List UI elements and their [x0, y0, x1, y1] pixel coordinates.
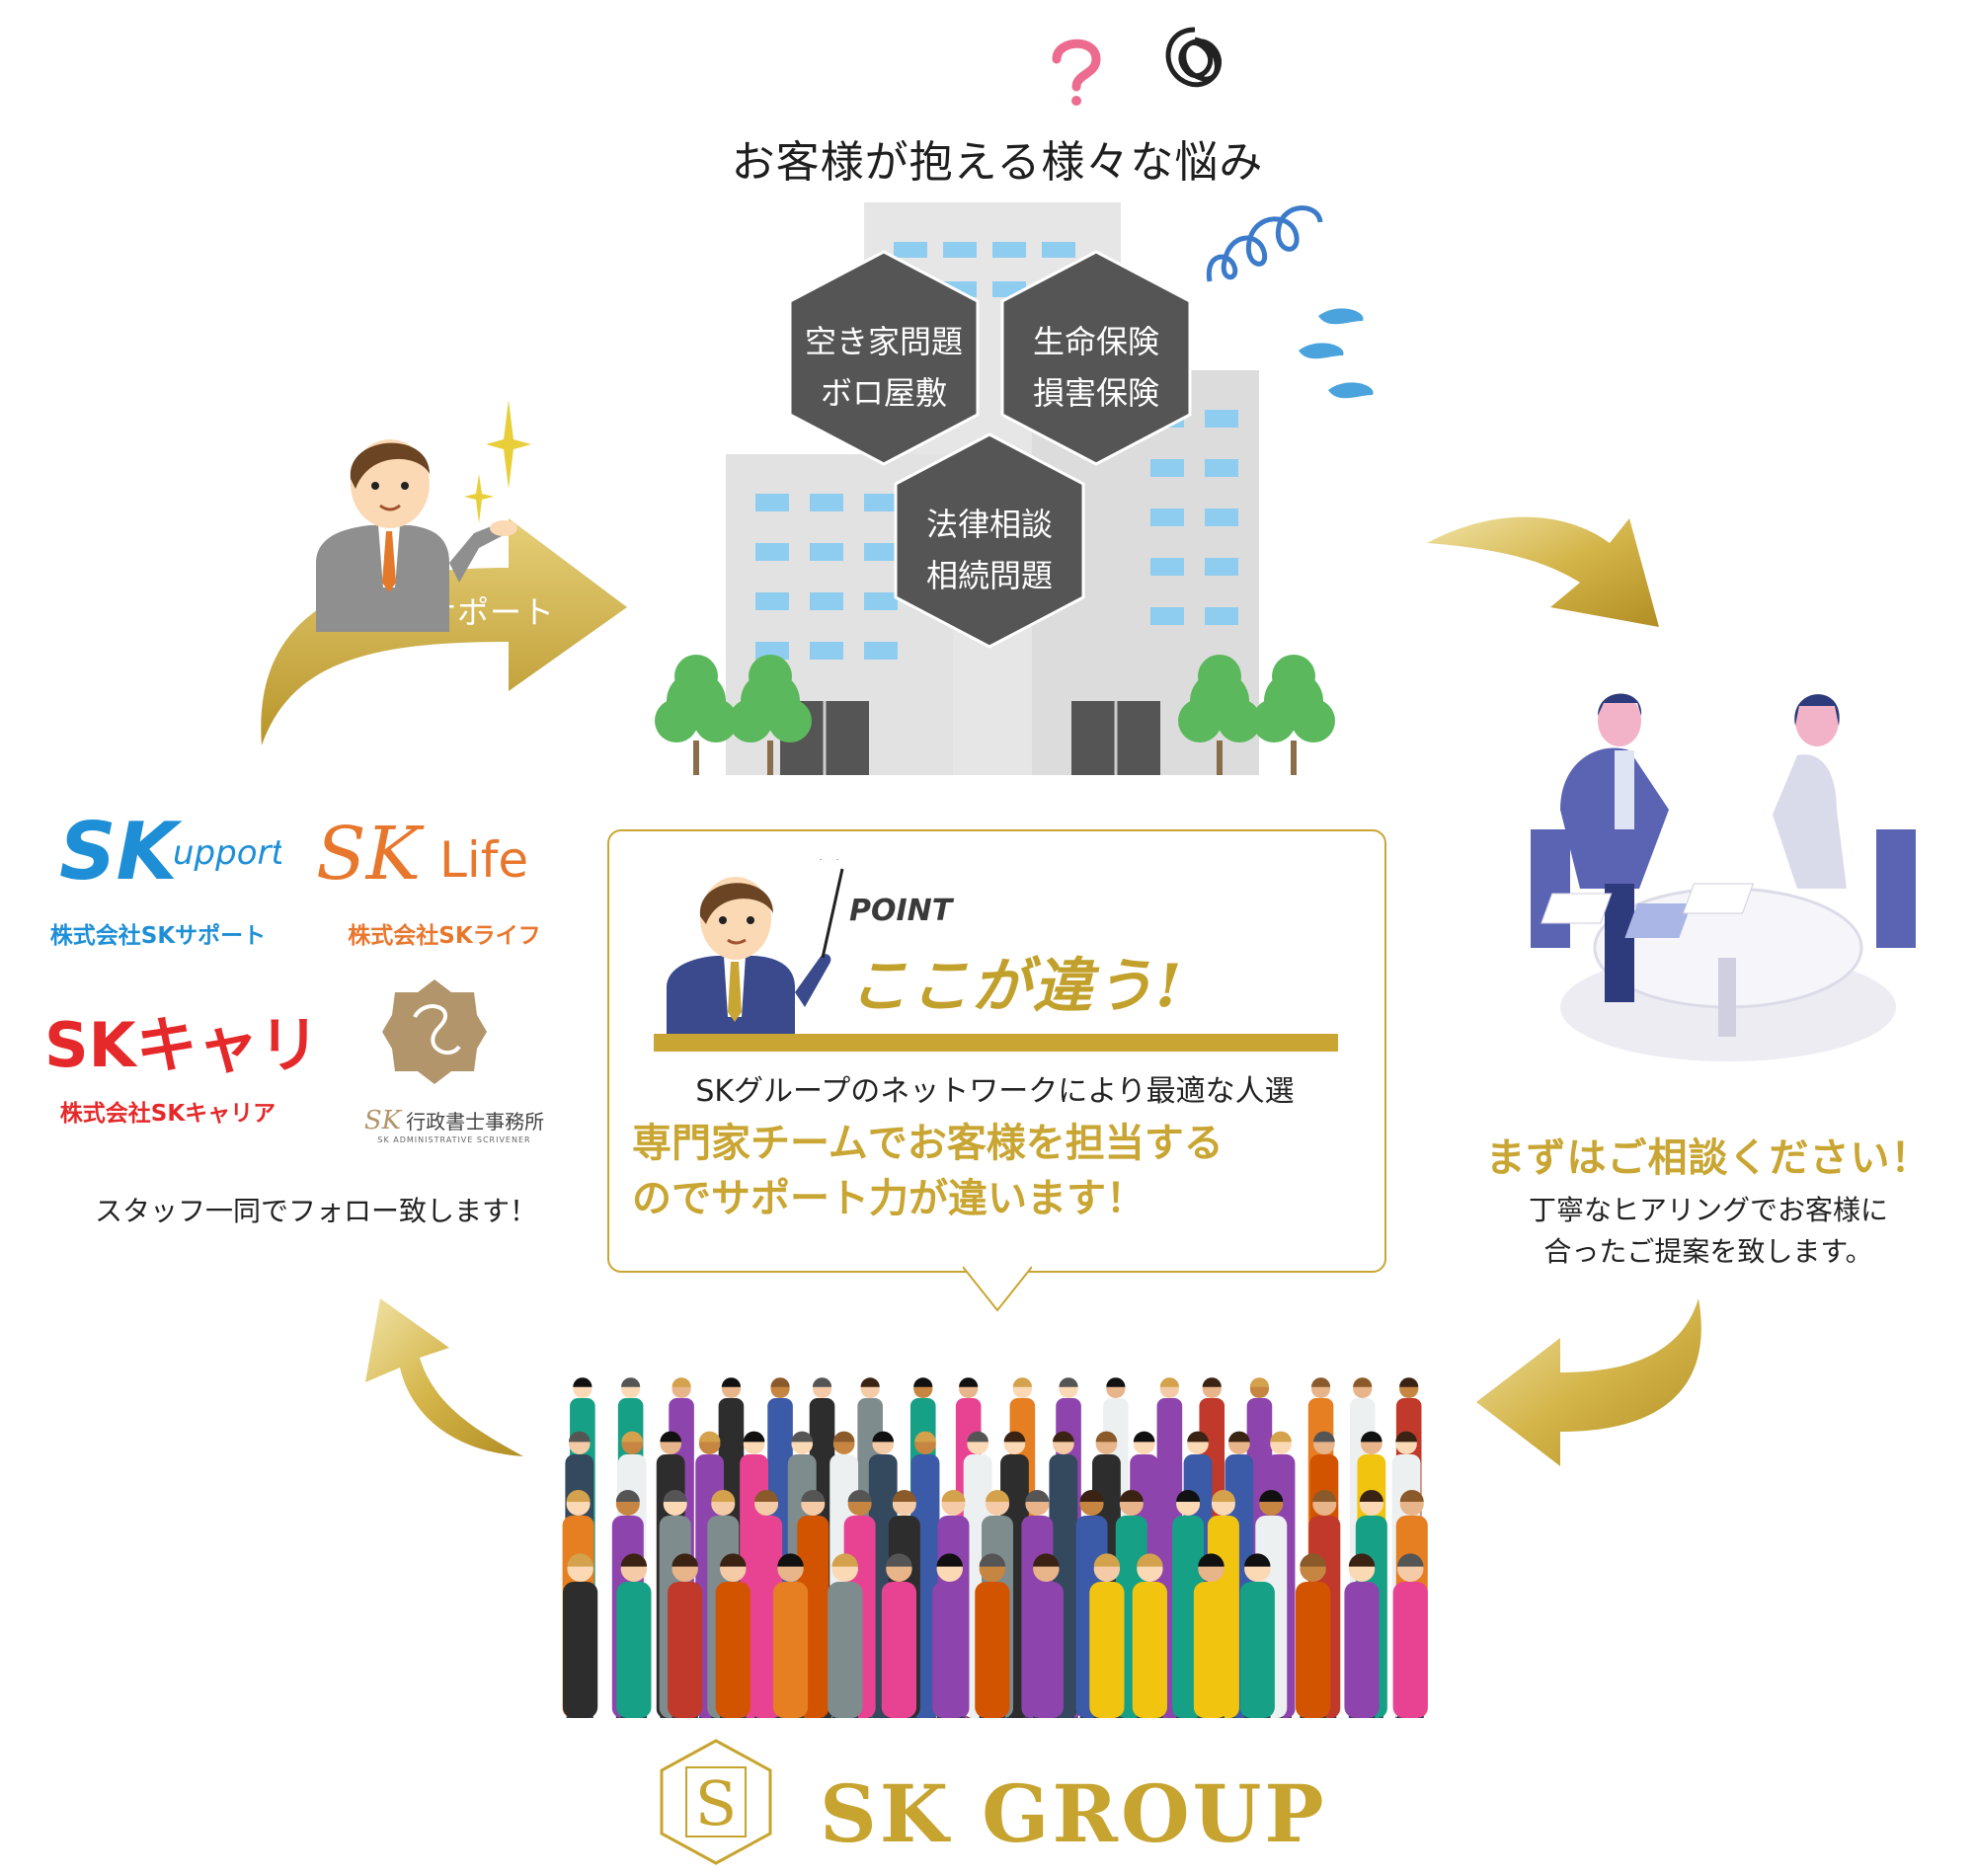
sk-scrivener-emblem	[382, 979, 487, 1084]
question-icon	[1052, 39, 1101, 106]
point-subtext: SKグループのネットワークにより最適な人選	[695, 1074, 1295, 1109]
consult-title: まずはご相談ください！	[1485, 1135, 1932, 1181]
sweat-icon	[1299, 308, 1374, 399]
scrivener-name: SK 行政書士事務所 SK ADMINISTRATIVE SCRIVENER	[336, 1106, 573, 1144]
staff-text: スタッフ一同でフォロー致します！	[94, 1195, 537, 1227]
problem-line: 空き家問題	[804, 323, 963, 360]
svg-text:Life: Life	[439, 831, 528, 889]
problem-line: ボロ屋敷	[820, 374, 947, 412]
svg-text:upport: upport	[173, 833, 281, 873]
sk-life-logo: SK Life	[316, 812, 528, 894]
company-name: 行政書士事務所	[406, 1110, 545, 1133]
company-name: 株式会社SKライフ	[348, 923, 541, 949]
problem-hex-2: 生命保険 損害保険	[1007, 316, 1185, 419]
company-name: 株式会社SKサポート	[49, 923, 267, 949]
sk-group-emblem: S	[660, 1739, 772, 1865]
problem-hex-1: 空き家問題 ボロ屋敷	[795, 316, 973, 419]
arrow-to-companies	[365, 1298, 523, 1456]
crowd-person	[1193, 1553, 1229, 1718]
crowd-person	[715, 1553, 750, 1718]
crowd-person	[1295, 1553, 1331, 1718]
consult-line: 合ったご提案を致します。	[1543, 1235, 1873, 1268]
crowd-person	[616, 1553, 652, 1718]
problem-hexagons	[788, 250, 1192, 649]
crowd-person	[1028, 1553, 1064, 1718]
crowd-person	[1344, 1553, 1380, 1718]
crowd-person	[881, 1553, 917, 1718]
crowd-person	[563, 1553, 598, 1718]
crowd-person	[932, 1553, 968, 1718]
crowd-person	[975, 1553, 1010, 1718]
point-divider	[654, 1034, 1338, 1052]
problem-line: 生命保険	[1032, 323, 1159, 360]
main-title: お客様が抱える様々な悩み	[731, 137, 1264, 188]
company-subname: SK ADMINISTRATIVE SCRIVENER	[377, 1135, 531, 1144]
callout-tail	[963, 1266, 1032, 1312]
pointing-person-illustration	[667, 859, 844, 1037]
spiral-icon	[1206, 205, 1323, 282]
scribble-icon	[1165, 27, 1223, 88]
sk-career-logo: SKキャリア	[44, 1009, 316, 1081]
point-label: POINT	[849, 894, 953, 928]
point-heading: ここが違う!	[849, 952, 1184, 1021]
problem-line: 相続問題	[925, 557, 1053, 594]
problem-line: 法律相談	[925, 506, 1053, 543]
point-main-line: のでサポート力が違います！	[632, 1176, 1146, 1221]
crowd-person	[1132, 1553, 1167, 1718]
svg-text:SK: SK	[316, 812, 425, 894]
sk-support-logo: SK upport	[59, 806, 281, 894]
arrow-to-consult	[1427, 516, 1659, 627]
arrow-support	[261, 518, 627, 745]
support-person-illustration	[316, 439, 517, 632]
crowd-person	[772, 1553, 809, 1718]
consultation-illustration	[1531, 693, 1916, 1061]
crowd-person	[1392, 1553, 1428, 1718]
scrivener-sk-mark: SK	[363, 1106, 402, 1135]
sparkle-icon	[464, 400, 531, 523]
problem-hex-3: 法律相談 相続問題	[901, 499, 1078, 601]
consult-line: 丁寧なヒアリングでお客様に	[1528, 1194, 1888, 1226]
point-main-text: 専門家チームでお客様を担当する のでサポート力が違います！	[632, 1116, 1368, 1226]
crowd-person	[1239, 1553, 1275, 1718]
company-name: 株式会社SKキャリア	[59, 1101, 276, 1127]
crowd-illustration	[562, 1377, 1428, 1718]
crowd-person	[668, 1553, 703, 1718]
sk-group-title: SK GROUP	[820, 1767, 1327, 1860]
consult-body: 丁寧なヒアリングでお客様に 合ったご提案を致します。	[1452, 1190, 1965, 1273]
svg-text:SKキャリア: SKキャリア	[44, 1009, 316, 1081]
crowd-person	[1089, 1553, 1125, 1718]
problem-line: 損害保険	[1032, 374, 1159, 412]
crowd-person	[828, 1553, 863, 1718]
point-main-line: 専門家チームでお客様を担当する	[632, 1121, 1224, 1166]
svg-text:SK: SK	[59, 806, 183, 894]
arrow-to-group	[1476, 1298, 1701, 1466]
svg-text:S: S	[695, 1767, 737, 1839]
